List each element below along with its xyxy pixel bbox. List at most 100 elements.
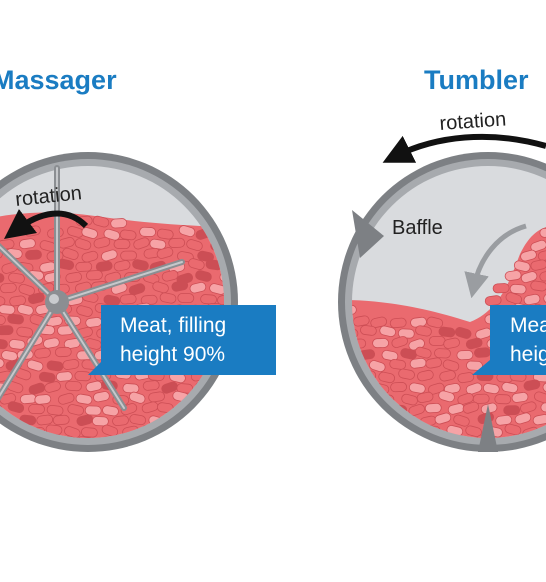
meat-piece <box>530 259 546 271</box>
massager-title: Massager <box>0 65 117 95</box>
meat-piece <box>38 371 56 383</box>
meat-piece <box>465 382 483 395</box>
meat-piece <box>28 404 45 415</box>
meat-piece <box>101 249 118 262</box>
meat-piece <box>188 258 205 270</box>
meat-piece <box>112 415 129 427</box>
meat-piece <box>416 391 434 404</box>
meat-piece <box>0 272 5 283</box>
meat-piece <box>0 325 14 336</box>
meat-piece <box>8 339 26 350</box>
meat-piece <box>133 237 150 250</box>
meat-piece <box>513 260 531 272</box>
meat-piece <box>129 414 147 426</box>
meat-piece <box>17 304 34 316</box>
meat-piece <box>363 413 380 426</box>
meat-piece <box>474 347 491 358</box>
meat-piece <box>352 435 358 438</box>
meat-piece <box>194 424 212 435</box>
meat-piece <box>7 401 25 413</box>
meat-piece <box>504 270 522 281</box>
meat-piece <box>209 283 224 295</box>
meat-piece <box>482 383 500 395</box>
meat-piece <box>176 426 193 438</box>
meat-piece <box>370 316 388 328</box>
meat-piece <box>75 261 93 272</box>
meat-piece <box>415 325 432 337</box>
meat-piece <box>504 423 522 436</box>
tumbler-panel: Tumbler rotation Baffle Meat, heig <box>338 65 546 452</box>
meat-piece <box>217 380 224 392</box>
meat-piece <box>438 390 455 403</box>
meat-piece <box>501 382 519 394</box>
meat-piece <box>415 346 432 359</box>
meat-piece <box>425 357 443 369</box>
meat-piece <box>520 401 537 414</box>
meat-piece <box>54 346 72 358</box>
meat-piece <box>0 304 16 315</box>
meat-piece <box>102 405 119 417</box>
meat-piece <box>26 359 44 372</box>
meat-piece <box>453 414 470 427</box>
meat-piece <box>439 370 456 382</box>
meat-piece <box>44 381 61 393</box>
tumbler-callout: Meat, heig <box>472 305 546 375</box>
meat-piece <box>156 247 174 259</box>
meat-piece <box>151 437 169 438</box>
meat-piece <box>400 348 417 360</box>
meat-piece <box>27 292 45 305</box>
meat-piece <box>434 412 452 425</box>
meat-piece <box>426 316 444 329</box>
baffle-label: Baffle <box>392 217 443 239</box>
meat-piece <box>171 280 189 292</box>
meat-piece <box>74 238 92 251</box>
meat-piece <box>381 350 399 362</box>
meat-piece <box>219 405 224 417</box>
meat-piece <box>19 238 36 250</box>
meat-piece <box>93 391 110 403</box>
meat-piece <box>386 426 404 438</box>
meat-piece <box>363 439 379 449</box>
meat-piece <box>128 283 146 296</box>
meat-piece <box>119 229 137 241</box>
massager-callout-line2: height 90% <box>120 343 225 366</box>
meat-piece <box>380 435 397 438</box>
meat-piece <box>81 227 98 239</box>
meat-piece <box>462 401 480 414</box>
meat-piece <box>18 283 35 296</box>
meat-piece <box>189 282 207 294</box>
meat-piece <box>539 227 546 238</box>
meat-piece <box>77 435 94 438</box>
meat-piece <box>103 228 121 241</box>
meat-piece <box>217 293 224 306</box>
meat-piece <box>19 393 37 405</box>
meat-piece <box>103 294 121 307</box>
meat-piece <box>509 283 527 295</box>
paddle-hub-icon <box>0 165 185 411</box>
tumbler-rotation-label: rotation <box>439 108 507 135</box>
meat-piece <box>472 393 490 404</box>
meat-piece <box>113 260 131 272</box>
meat-piece <box>8 272 25 284</box>
meat-piece <box>539 269 546 282</box>
meat-piece <box>65 380 82 392</box>
meat-piece <box>75 393 93 405</box>
meat-piece <box>34 394 52 405</box>
meat-piece <box>148 391 165 403</box>
meat-piece <box>391 336 408 348</box>
flow-arrow-icon <box>464 223 527 299</box>
meat-piece <box>76 305 93 317</box>
tumbler-callout-line2: heig <box>510 343 546 366</box>
meat-piece <box>209 391 224 404</box>
meat-piece <box>369 360 386 373</box>
meat-piece <box>86 270 103 281</box>
meat-piece <box>92 215 110 228</box>
meat-piece <box>186 239 203 251</box>
meat-piece <box>161 270 179 282</box>
meat-piece <box>62 359 80 370</box>
meat-piece <box>511 391 529 403</box>
meat-piece <box>195 405 212 416</box>
meat-piece <box>132 259 149 271</box>
meat-piece <box>492 283 510 294</box>
